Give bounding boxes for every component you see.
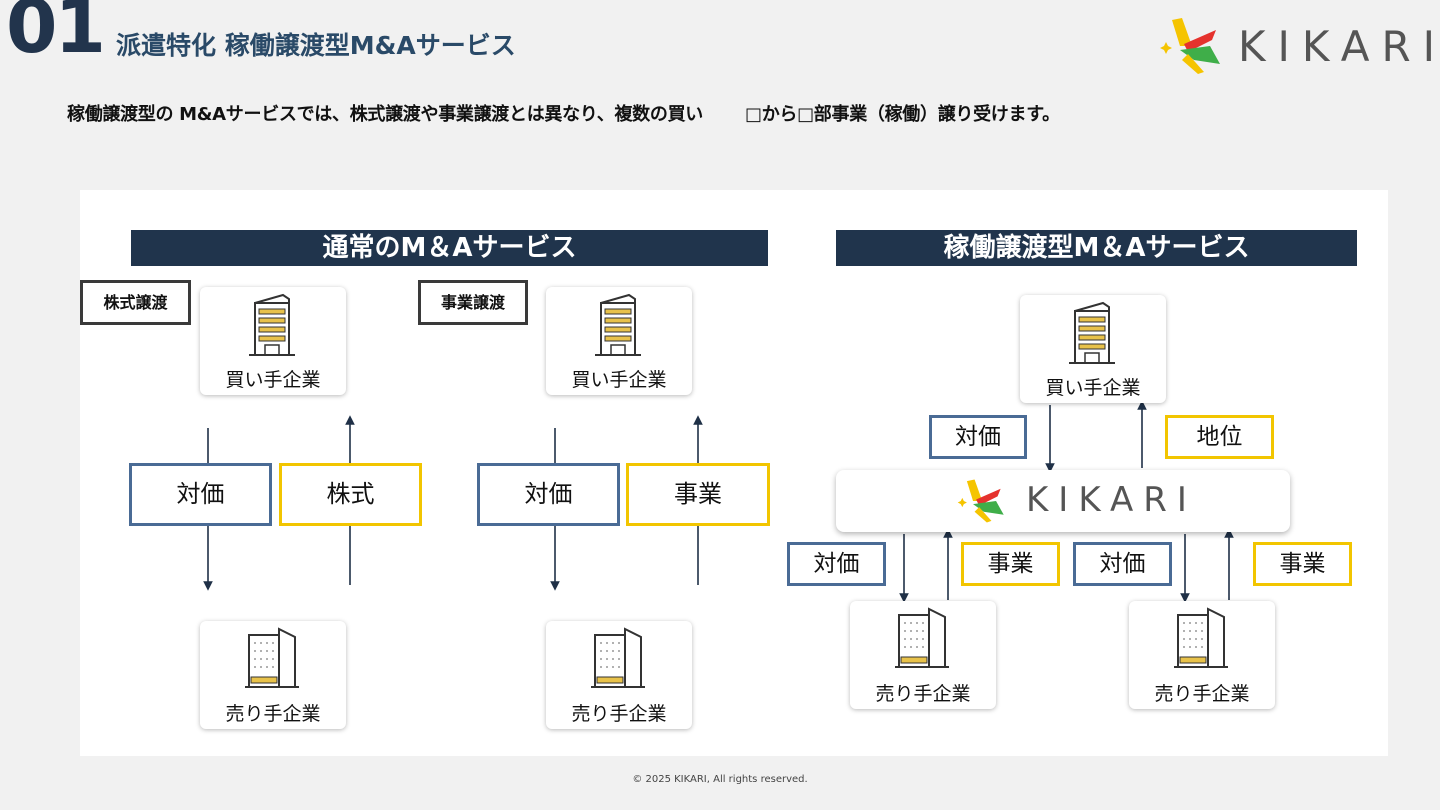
business-payment-box: 対価 — [477, 463, 620, 526]
stock-asset-box: 株式 — [279, 463, 422, 526]
buyer-payment-box: 対価 — [929, 415, 1027, 459]
stock-buyer-label: 買い手企業 — [225, 369, 321, 391]
normal-ma-banner: 通常のM＆Aサービス — [131, 230, 768, 266]
office-building-icon — [595, 293, 641, 356]
seller-b-label: 売り手企業 — [1154, 683, 1250, 705]
seller-a-label: 売り手企業 — [875, 683, 971, 705]
business-seller-card: 売り手企業 — [546, 621, 692, 729]
seller-b-payment-box: 対価 — [1073, 542, 1172, 586]
operation-transfer-ma-banner: 稼働譲渡型M＆Aサービス — [836, 230, 1357, 266]
kikari-mark-icon — [1160, 18, 1220, 74]
seller-a-business-box: 事業 — [961, 542, 1060, 586]
kikari-wordmark: KIKARI — [1238, 22, 1440, 71]
stock-buyer-card: 買い手企業 — [200, 287, 346, 395]
kikari-hub-wordmark: KIKARI — [1026, 480, 1197, 520]
kikari-logo: KIKARI — [1158, 16, 1435, 76]
slide-title: 派遣特化 稼働譲渡型M&Aサービス — [116, 31, 516, 60]
business-asset-box: 事業 — [626, 463, 770, 526]
business-buyer-label: 買い手企業 — [571, 369, 667, 391]
seller-a-payment-box: 対価 — [787, 542, 886, 586]
seller-a-card: 売り手企業 — [850, 601, 996, 709]
stock-transfer-tag: 株式譲渡 — [80, 280, 191, 325]
kikari-hub: KIKARI — [836, 470, 1290, 532]
office-building-icon — [1069, 301, 1115, 364]
right-buyer-card: 買い手企業 — [1020, 295, 1166, 403]
buyer-status-box: 地位 — [1165, 415, 1274, 459]
factory-building-icon — [895, 607, 949, 668]
copyright: © 2025 KIKARI, All rights reserved. — [632, 774, 808, 785]
seller-b-card: 売り手企業 — [1129, 601, 1275, 709]
kikari-mark-icon — [957, 479, 1004, 523]
slide-number: 01 — [6, 0, 106, 70]
factory-building-icon — [1174, 607, 1228, 668]
business-transfer-tag: 事業譲渡 — [418, 280, 528, 325]
lead-text-part-2: □から□部事業（稼働）譲り受けます。 — [744, 104, 1060, 125]
lead-text-part-1: 稼働譲渡型の M&Aサービスでは、株式譲渡や事業譲渡とは異なり、複数の買い — [67, 104, 703, 125]
right-buyer-label: 買い手企業 — [1045, 377, 1141, 399]
stock-seller-card: 売り手企業 — [200, 621, 346, 729]
business-seller-label: 売り手企業 — [571, 703, 667, 725]
business-buyer-card: 買い手企業 — [546, 287, 692, 395]
stock-seller-label: 売り手企業 — [225, 703, 321, 725]
office-building-icon — [249, 293, 295, 356]
factory-building-icon — [591, 627, 645, 688]
lead-text: 稼働譲渡型の M&Aサービスでは、株式譲渡や事業譲渡とは異なり、複数の買い □から… — [67, 100, 1060, 126]
stock-payment-box: 対価 — [129, 463, 272, 526]
seller-b-business-box: 事業 — [1253, 542, 1352, 586]
factory-building-icon — [245, 627, 299, 688]
